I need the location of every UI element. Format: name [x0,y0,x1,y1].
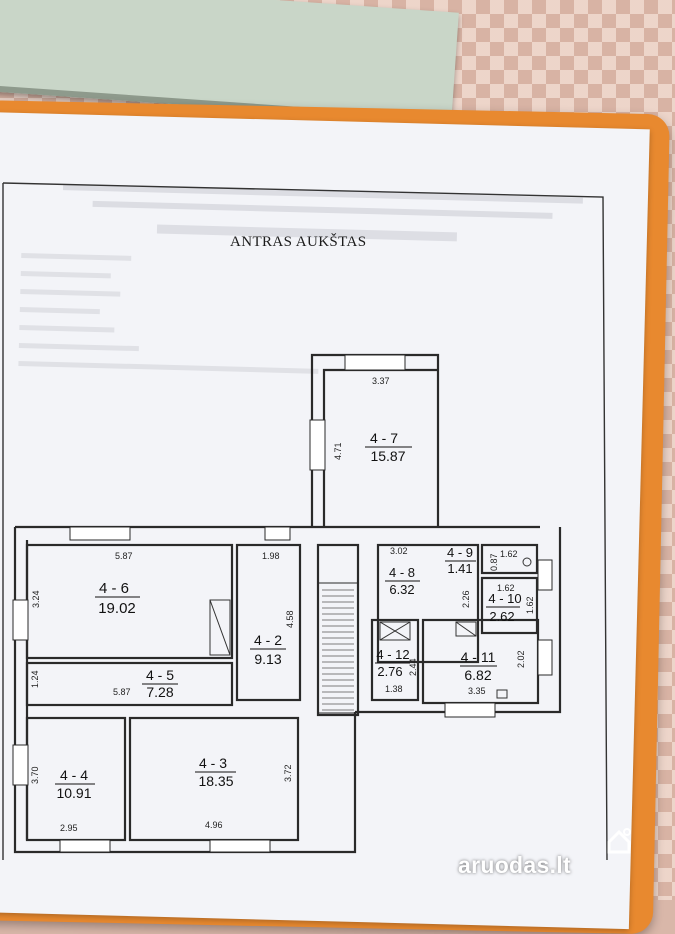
dimension-label: 3.24 [31,590,41,608]
dimension-label: 3.70 [30,766,40,784]
room-area: 6.82 [464,667,491,683]
room-id: 4 - 10 [488,591,521,606]
room-area: 19.02 [98,600,136,617]
room-id: 4 - 5 [146,667,174,683]
watermark: aruodas.lt [458,852,571,878]
dimension-label: 3.72 [283,764,293,782]
room-id: 4 - 2 [254,632,282,648]
room-area: 9.13 [254,651,281,667]
dimension-label: 4.58 [285,610,295,628]
floor-plan: 4 - 7 15.87 4 - 6 19.02 4 - 2 9.13 4 - 8… [12,353,562,854]
room-area: 15.87 [370,448,405,464]
stair-treads [322,589,354,711]
room-area: 6.32 [389,582,414,597]
dimension-label: 1.98 [262,551,280,561]
dimension-label: 1.62 [497,583,515,593]
dimension-label: 5.87 [115,551,133,561]
dimension-label: 3.35 [468,686,486,696]
dimension-label: 2.44 [408,658,418,676]
dimension-label: 4.71 [333,442,343,460]
room-area: 7.28 [146,684,173,700]
room-id: 4 - 7 [370,430,398,446]
room-id: 4 - 9 [447,545,473,560]
plan-title: ANTRAS AUKŠTAS [230,234,367,250]
dimension-label: 1.62 [500,549,518,559]
room-id: 4 - 6 [99,580,129,597]
dimension-label: 2.02 [516,650,526,668]
room-area: 2.76 [377,664,402,679]
dimension-label: 3.37 [372,376,390,386]
dimension-label: 2.26 [461,590,471,608]
dimension-label: 5.87 [113,687,131,697]
room-id: 4 - 3 [199,755,227,771]
dimension-label: 0.87 [489,553,499,571]
document-frame [2,182,608,861]
dimension-label: 4.96 [205,820,223,830]
dimension-label: 3.02 [390,546,408,556]
room-id: 4 - 12 [376,647,409,662]
house-logo-icon [607,828,631,854]
dimension-label: 1.62 [525,596,535,614]
room-area: 18.35 [198,773,233,789]
room-id: 4 - 4 [60,767,88,783]
dimension-label: 1.24 [30,670,40,688]
dimension-label: 1.38 [385,684,403,694]
room-area: 10.91 [56,785,91,801]
room-id: 4 - 8 [389,565,415,580]
room-area: 1.41 [447,561,472,576]
room-id: 4 - 11 [461,649,496,665]
room-area: 2.62 [489,609,514,624]
dimension-label: 2.95 [60,823,78,833]
